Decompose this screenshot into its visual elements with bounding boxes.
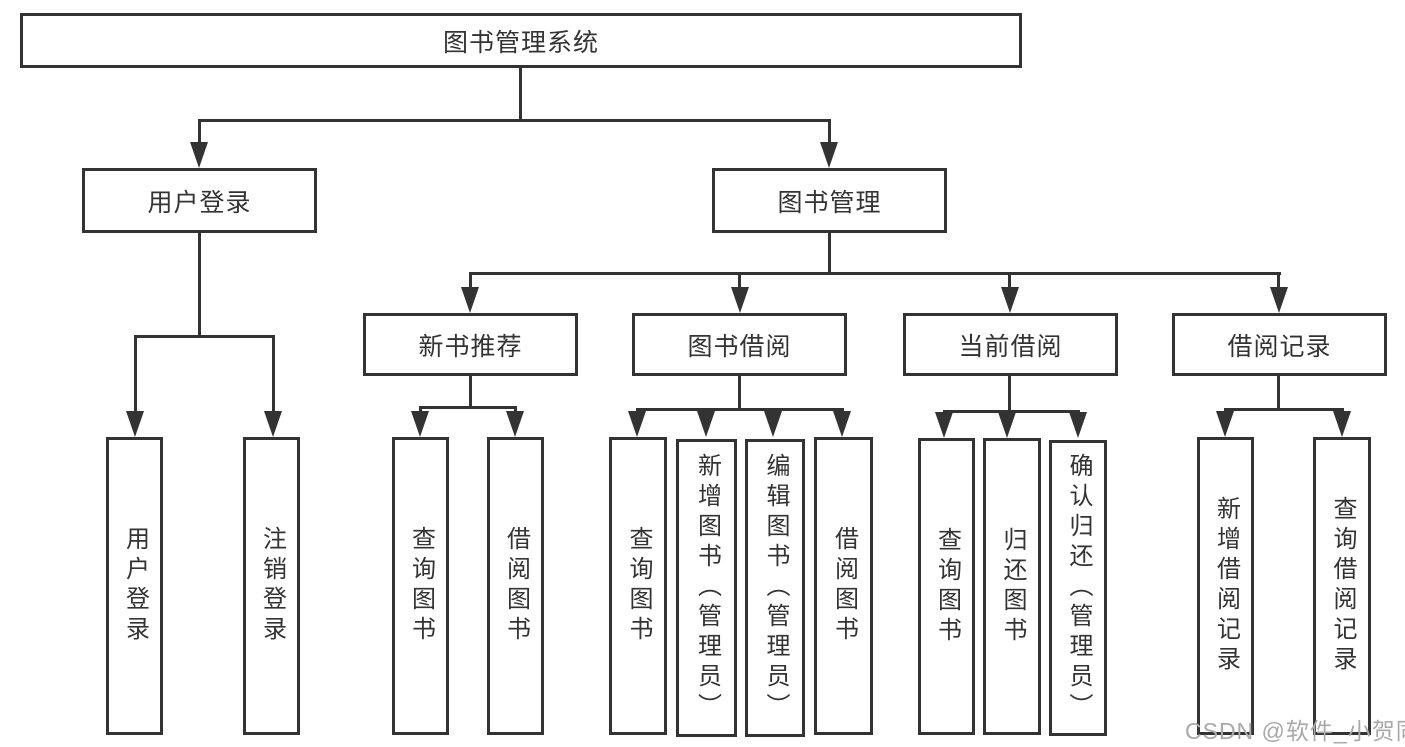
arrow-down-icon [461,287,479,313]
leaf-query-books-recommend: 查询图书 [392,437,449,735]
connector-drop [272,335,275,414]
node-current-borrow: 当前借阅 [903,313,1118,376]
connector-level2 [198,119,831,122]
connector-split [1224,408,1344,411]
leaf-query-borrow-record: 查询借阅记录 [1313,437,1371,735]
arrow-down-icon [264,411,282,437]
arrow-down-icon [190,142,208,168]
leaf-label: 编辑图书（管理员） [762,453,789,723]
connector-drop [134,335,137,414]
connector-split [636,408,844,411]
leaf-label: 新增图书（管理员） [693,453,721,723]
arrow-down-icon [411,411,429,437]
connector-user-stub [198,233,201,335]
connector-drop [514,406,517,414]
csdn-watermark: CSDN @软件_小贺同学 [1185,712,1405,746]
node-current-borrow-label: 当前借阅 [958,332,1063,361]
leaf-query-books-current: 查询图书 [918,438,975,735]
arrow-down-icon [1333,411,1351,437]
leaf-label: 查询借阅记录 [1329,496,1356,676]
arrow-down-icon [731,287,749,313]
leaf-label: 确认归还（管理员） [1065,453,1092,723]
leaf-confirm-return-admin: 确认归还（管理员） [1049,440,1107,736]
leaf-add-borrow-record: 新增借阅记录 [1197,437,1254,735]
leaf-label: 注销登录 [258,526,286,646]
connector-root-stub [519,68,522,119]
node-new-book-recommend-label: 新书推荐 [418,332,523,361]
leaf-return-books: 归还图书 [983,438,1041,735]
node-book-management-label: 图书管理 [777,188,882,217]
leaf-label: 查询图书 [407,526,435,646]
connector-drop [828,119,831,146]
arrow-down-icon [1216,411,1234,437]
connector-book-stub [828,233,831,272]
leaf-borrow-books-recommend: 借阅图书 [487,437,544,735]
node-user-login: 用户登录 [82,168,317,233]
arrow-down-icon [820,142,838,168]
connector-drop [198,119,201,146]
arrow-down-icon [935,412,953,438]
arrow-down-icon [697,411,715,437]
arrow-down-icon [1270,287,1288,313]
leaf-label: 查询图书 [625,526,652,646]
node-book-management: 图书管理 [712,168,947,233]
connector-stub [1277,375,1280,408]
leaf-label: 归还图书 [999,526,1026,647]
node-borrow-records: 借阅记录 [1172,313,1387,376]
node-root: 图书管理系统 [20,13,1022,68]
csdn-watermark-text: CSDN @软件_小贺同学 [1185,718,1405,744]
connector-drop [738,272,741,290]
connector-drop [419,406,422,414]
connector-stub [738,375,741,408]
leaf-user-login: 用户登录 [106,437,163,735]
leaf-label: 查询图书 [933,526,961,647]
leaf-query-books-borrow: 查询图书 [609,437,667,735]
connector-user-split [134,335,275,338]
connector-drop [1277,272,1280,290]
connector-drop [1008,272,1011,290]
leaf-edit-books-admin: 编辑图书（管理员） [745,439,805,737]
node-root-label: 图书管理系统 [442,28,599,57]
leaf-label: 新增借阅记录 [1212,496,1240,676]
leaf-borrow-books: 借阅图书 [814,437,873,735]
arrow-down-icon [764,411,782,437]
node-new-book-recommend: 新书推荐 [363,313,578,376]
arrow-down-icon [1001,287,1019,313]
arrow-down-icon [126,411,144,437]
arrow-down-icon [1069,412,1087,438]
connector-stub [469,376,472,406]
leaf-logout: 注销登录 [243,437,300,735]
arrow-down-icon [998,412,1016,438]
leaf-label: 借阅图书 [830,526,858,646]
arrow-down-icon [833,411,851,437]
leaf-label: 用户登录 [121,526,149,646]
connector-split [943,410,1080,413]
connector-stub [1008,376,1011,410]
node-book-borrow: 图书借阅 [632,313,847,376]
node-user-login-label: 用户登录 [147,188,252,217]
connector-split [419,406,517,409]
node-borrow-records-label: 借阅记录 [1227,332,1332,361]
arrow-down-icon [628,411,646,437]
leaf-label: 借阅图书 [502,526,530,646]
node-book-borrow-label: 图书借阅 [687,332,792,361]
arrow-down-icon [506,411,524,437]
connector-level3 [469,272,1281,275]
leaf-add-books-admin: 新增图书（管理员） [676,439,737,737]
connector-drop [469,272,472,290]
